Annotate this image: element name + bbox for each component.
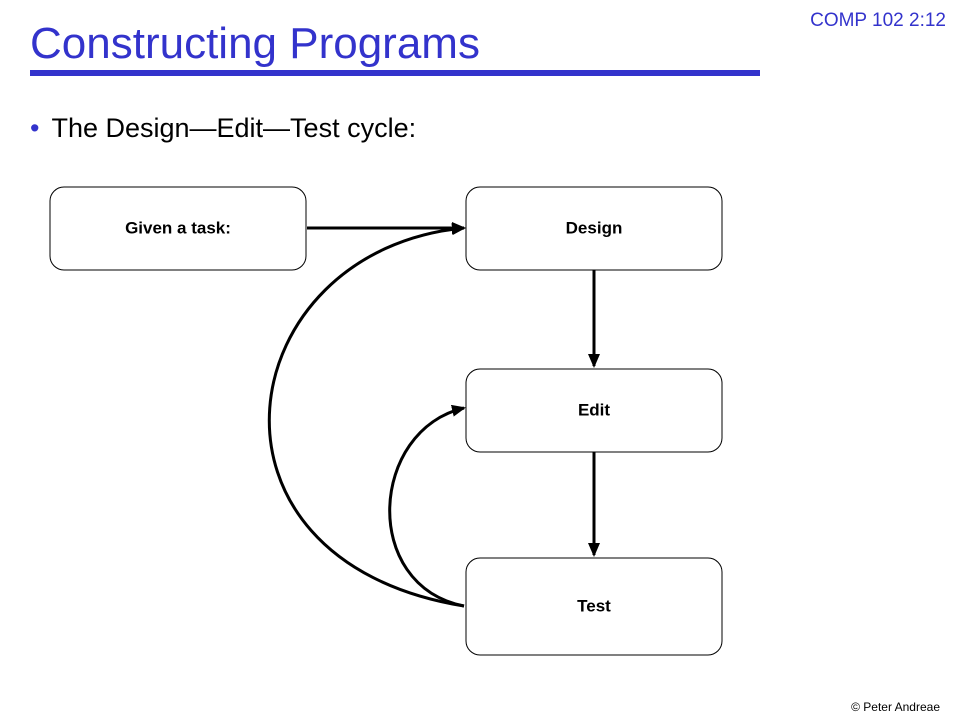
bullet-icon: •	[30, 113, 40, 143]
edge-test-to-edit	[388, 404, 466, 608]
node-edit-box	[465, 368, 723, 453]
node-edit: Edit	[465, 368, 723, 453]
bullet-item: • The Design—Edit—Test cycle:	[30, 113, 416, 144]
copyright-footer: © Peter Andreae	[851, 700, 940, 714]
node-task-box	[49, 186, 307, 271]
node-design-box	[465, 186, 723, 271]
bullet-text: The Design—Edit—Test cycle:	[51, 113, 417, 143]
title-underline	[30, 70, 760, 76]
node-design-label: Design	[566, 218, 623, 237]
node-test-box	[465, 557, 723, 656]
node-task: Given a task:	[49, 186, 307, 271]
node-task-label: Given a task:	[125, 218, 231, 237]
node-edit-label: Edit	[578, 400, 610, 419]
slide-title: Constructing Programs	[30, 19, 480, 68]
edge-test-to-design	[267, 223, 466, 608]
edges	[267, 222, 600, 608]
node-design: Design	[465, 186, 723, 271]
node-test-label: Test	[577, 596, 611, 615]
course-code: COMP 102 2:12	[810, 10, 946, 31]
node-test: Test	[465, 557, 723, 656]
